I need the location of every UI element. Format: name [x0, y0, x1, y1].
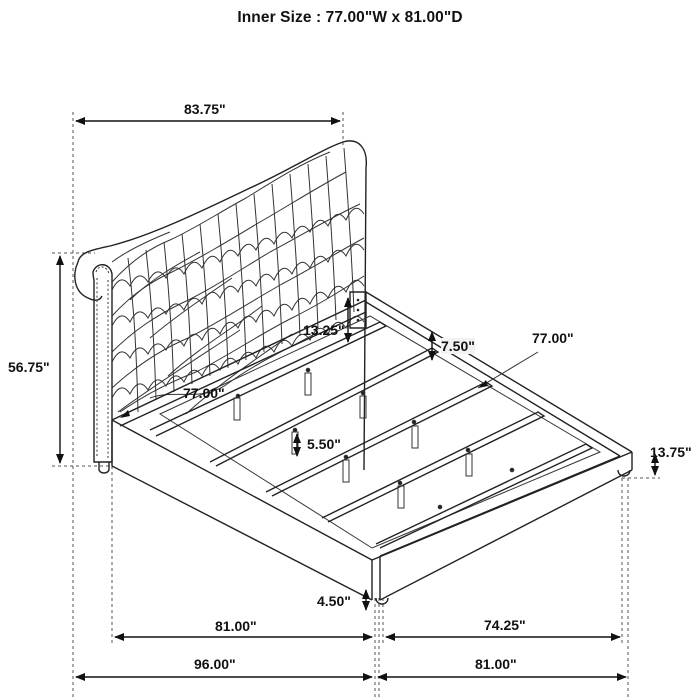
- dimension-arrows: [56, 117, 659, 681]
- slat-supports: [233, 367, 515, 510]
- dim-overall-width: 81.00": [475, 656, 517, 672]
- dim-inner-width-left: 77.00": [183, 385, 225, 401]
- slats: [149, 321, 594, 549]
- dim-headboard-width: 83.75": [184, 101, 226, 117]
- tufting-arcs: [111, 207, 365, 399]
- dim-footboard-inner-width: 74.25": [484, 617, 526, 633]
- dim-leg-height: 4.50": [317, 593, 351, 609]
- headboard: [74, 140, 367, 474]
- dim-inner-width-right: 77.00": [532, 330, 574, 346]
- dim-inner-length: 81.00": [215, 618, 257, 634]
- bed-frame: [111, 291, 633, 605]
- dim-overall-height: 56.75": [8, 359, 50, 375]
- dim-leg-to-slat: 5.50": [307, 436, 341, 452]
- tufting-verticals: [127, 147, 355, 413]
- dim-rail-to-slat-depth: 7.50": [441, 338, 475, 354]
- diagram-title: Inner Size : 77.00"W x 81.00"D: [237, 9, 463, 26]
- extension-lines: [52, 112, 660, 700]
- dim-overall-length: 96.00": [194, 656, 236, 672]
- nailhead-trim: [95, 266, 110, 458]
- dim-headboard-rail-clearance: 13.25": [303, 322, 345, 338]
- dim-side-rail-height: 13.75": [650, 444, 692, 460]
